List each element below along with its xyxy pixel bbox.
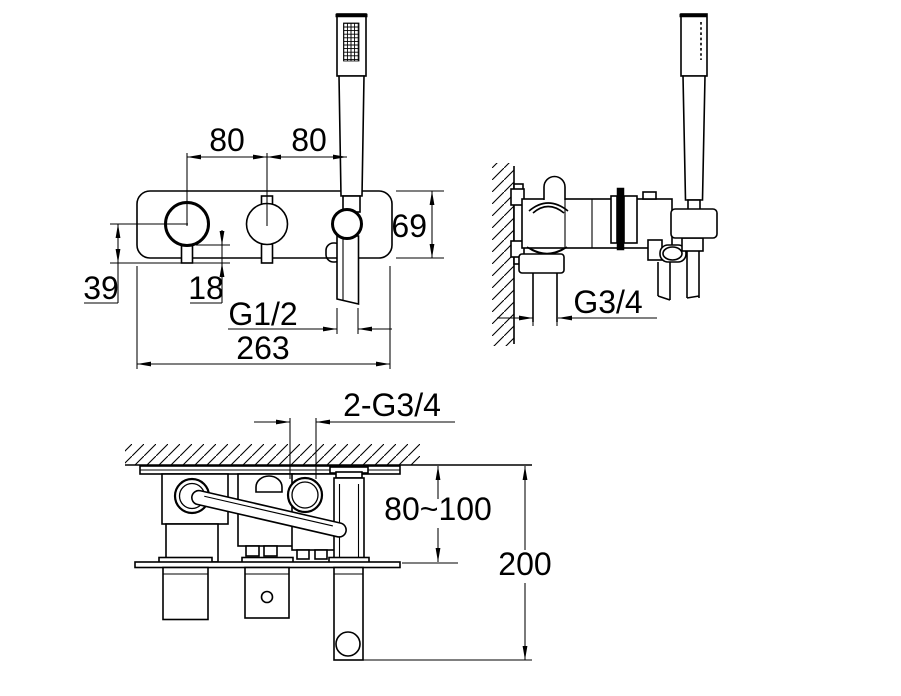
- dim-label-plate-width: 263: [236, 330, 289, 366]
- dim-label-inlet-thread: 2-G3/4: [343, 387, 441, 423]
- hose-nut: [335, 631, 361, 657]
- top-handle-side: [543, 175, 566, 200]
- spray-face: [343, 22, 360, 62]
- side-dimensions: G3/4: [497, 284, 657, 326]
- outlet-block: [518, 253, 565, 274]
- hand-shower-side: [679, 13, 708, 215]
- lever-handle-installed: [191, 489, 347, 538]
- holder-column: [333, 477, 365, 563]
- trim-plate-edge: [134, 561, 401, 569]
- knob-below-left: [162, 566, 209, 621]
- dim-label-hose-thread: G1/2: [228, 296, 297, 332]
- shower-hose: [336, 235, 360, 306]
- wall-hatch: [492, 163, 514, 346]
- dim-label-outlet-thread: G3/4: [573, 284, 642, 320]
- escutcheon-flange: [616, 187, 625, 251]
- right-lever-stem: [260, 243, 274, 264]
- knob-below-mid: [244, 566, 290, 619]
- hand-shower-front: [335, 13, 368, 213]
- dim-label-embed-depth: 80~100: [384, 491, 492, 527]
- dim-label-18: 18: [188, 270, 224, 306]
- front-dimensions: 80 80 69 39 18 G1/2 263: [83, 122, 444, 369]
- dim-label-overall-depth: 200: [498, 546, 551, 582]
- hand-shower-handle: [338, 75, 365, 197]
- hand-shower-handle-side: [682, 75, 706, 201]
- hose-connector: [681, 237, 704, 252]
- front-view: 80 80 69 39 18 G1/2 263: [83, 13, 444, 369]
- side-view: G3/4: [492, 13, 718, 346]
- dim-label-39: 39: [83, 270, 119, 306]
- holder-below: [333, 566, 364, 661]
- hand-shower-holder-ring: [331, 208, 363, 240]
- hand-shower-head-side: [680, 13, 708, 77]
- inlet-port: [286, 476, 324, 514]
- installation-view: 2-G3/4 80~100 200: [125, 387, 552, 661]
- dim-label-spacing-right: 80: [291, 122, 327, 158]
- installation-dimensions: 2-G3/4 80~100 200: [254, 387, 552, 661]
- dim-label-spacing-left: 80: [209, 122, 245, 158]
- ceiling-wall-hatch: [125, 444, 420, 465]
- shower-holder-block: [670, 208, 718, 239]
- dim-label-plate-height: 69: [391, 208, 427, 244]
